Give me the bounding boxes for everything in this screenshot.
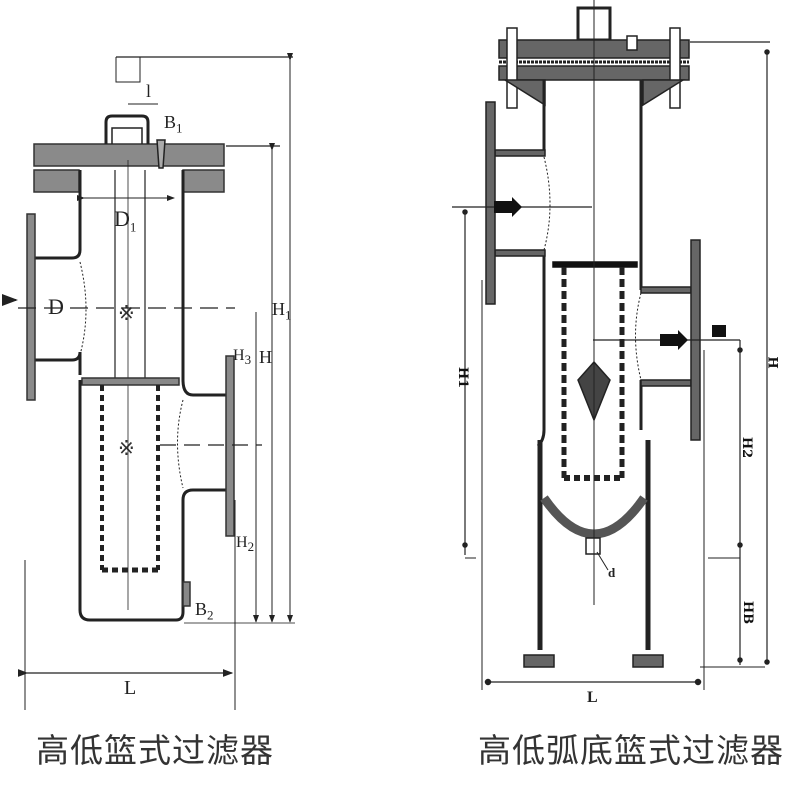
label-B1: B1: [164, 112, 183, 136]
label-H1-right: H1: [455, 366, 471, 389]
right-caption: 高低弧底篮式过滤器: [478, 731, 784, 770]
label-B2: B2: [195, 599, 214, 623]
label-D: D: [48, 294, 64, 319]
label-L-left: L: [124, 677, 137, 699]
label-H3: H3: [233, 347, 252, 368]
label-H2: H2: [236, 534, 255, 555]
label-D1: D1: [114, 206, 137, 235]
label-HB-right: HB: [740, 600, 756, 625]
left-caption: 高低篮式过滤器: [36, 731, 274, 770]
label-H2-right: H2: [739, 436, 755, 459]
right-strainer-drawing: [452, 0, 770, 690]
label-H1: H1: [272, 299, 292, 323]
label-l: l: [146, 81, 152, 101]
svg-text:※: ※: [118, 301, 135, 325]
label-H-right: H: [764, 356, 780, 369]
svg-text:※: ※: [118, 436, 135, 460]
label-H: H: [259, 347, 272, 367]
label-L-right: L: [587, 689, 598, 706]
label-d-right: d: [608, 565, 616, 580]
left-strainer-drawing: ※ ※: [2, 53, 295, 710]
